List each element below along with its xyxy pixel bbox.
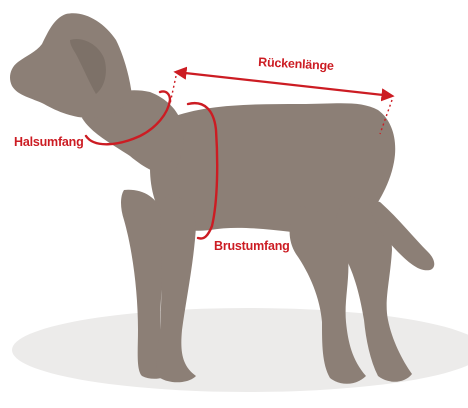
chest-girth-label: Brustumfang [214, 239, 290, 253]
back-length-arrow [176, 72, 392, 96]
neck-girth-label: Halsumfang [14, 135, 84, 149]
back-length-label: Rückenlänge [258, 55, 334, 73]
